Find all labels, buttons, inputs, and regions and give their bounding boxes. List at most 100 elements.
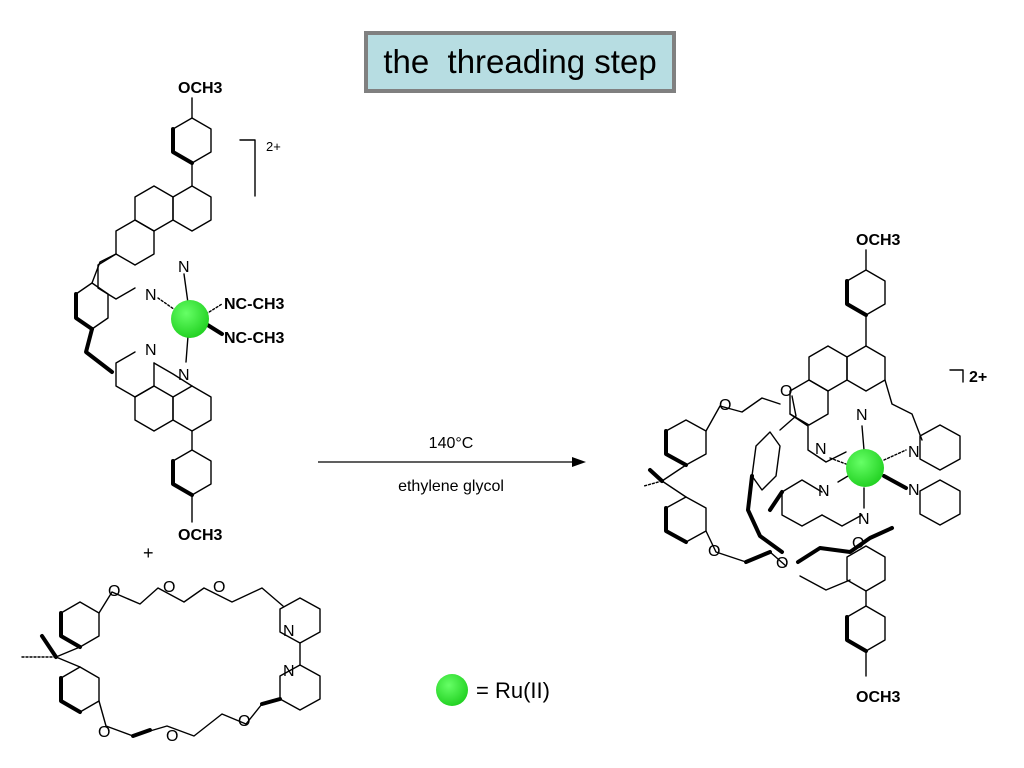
product-n: N (858, 511, 870, 528)
ether-oxygen: O (213, 579, 225, 596)
product-macrocycle-thread (796, 526, 894, 564)
bond (183, 273, 189, 304)
product-oxygen: O (780, 383, 792, 400)
ether-oxygen: O (238, 713, 250, 730)
product-charge-bracket (949, 369, 964, 383)
bond (205, 303, 223, 315)
bond (861, 425, 865, 451)
bond (204, 322, 224, 336)
product-bipy-ring-b (919, 479, 961, 526)
phen-lower-ring-a (115, 351, 155, 398)
phen-n: N (178, 367, 190, 384)
legend-text: = Ru(II) (476, 678, 550, 703)
reaction-temperature: 140°C (429, 435, 474, 452)
bond (837, 475, 849, 483)
plus-sign: + (143, 543, 154, 563)
product-n: N (815, 441, 827, 458)
lower-ether-bold (260, 697, 282, 706)
product-top-och3: OCH3 (856, 232, 901, 249)
product-oxygen: O (719, 397, 731, 414)
ligand-nc-ch3: NC-CH3 (224, 330, 285, 347)
product-oxygen: O (852, 535, 864, 552)
phen-n: N (145, 342, 157, 359)
methyl-wedge (648, 468, 664, 483)
product-phen-ring-a (846, 345, 886, 392)
product-bipy-ring-a (919, 424, 961, 471)
product-phen-lower-b (821, 514, 863, 527)
ring-bold-edge (664, 506, 688, 544)
product-quaternary-carbon (661, 464, 687, 498)
product-complex: OCH3 2+ N N N N N N (643, 232, 987, 706)
title-box: the threading step (364, 31, 676, 93)
product-upper-ether (705, 397, 781, 432)
ruthenium-ball (171, 300, 209, 338)
reactant-bottom-och3: OCH3 (178, 527, 223, 544)
product-n: N (908, 444, 920, 461)
product-tether-lower (746, 474, 784, 554)
product-macrocycle-lower (799, 575, 851, 591)
ring-bold-edge (845, 615, 868, 653)
bipy-ring-lower (279, 664, 321, 711)
ether-oxygen: O (163, 579, 175, 596)
ring-bold-edge (171, 127, 194, 165)
arrow-head (572, 457, 586, 467)
product-n: N (856, 407, 868, 424)
product-oxygen: O (776, 555, 788, 572)
product-phen-ring-b (808, 345, 848, 392)
bond (829, 457, 847, 465)
phen-lower-ring-b (134, 385, 174, 432)
reactant-complex: OCH3 2+ N N NC-CH3 NC-CH3 (74, 80, 285, 544)
product-ether-bold (744, 550, 772, 564)
product-n: N (818, 483, 830, 500)
title-text: the threading step (383, 43, 657, 80)
tether-lower (84, 327, 114, 374)
ether-oxygen: O (108, 583, 120, 600)
legend: = Ru(II) (436, 674, 550, 706)
reaction-solvent: ethylene glycol (398, 478, 504, 495)
product-ruthenium-ball (846, 449, 884, 487)
tether-upper (91, 253, 117, 284)
lower-ether-bold (131, 728, 152, 738)
reactant-top-och3: OCH3 (178, 80, 223, 97)
reactant-charge: 2+ (266, 139, 281, 154)
ring-bold-edge (664, 429, 688, 467)
phen-n: N (178, 259, 190, 276)
ring-bold-edge (171, 459, 194, 497)
ring-bold-edge (74, 292, 94, 331)
charge-bracket (239, 139, 256, 197)
ruthenium-legend-ball (436, 674, 468, 706)
methyl-wedge (40, 634, 58, 659)
methyl-hash (643, 480, 663, 487)
phen-lower-link (153, 362, 193, 387)
phen-upper-ring-b (134, 185, 174, 232)
product-upper-ether-2 (779, 395, 797, 431)
phen-lower-ring-c (172, 385, 212, 432)
product-phen-ring-c (789, 379, 829, 426)
product-phen-ring-d (789, 413, 847, 463)
bipy-n: N (283, 623, 295, 640)
product-phen-lower-a (781, 479, 823, 527)
product-phen-bold (768, 490, 784, 512)
ring-bold-edge (845, 279, 868, 317)
product-oxygen: O (708, 543, 720, 560)
product-phen-bottom-ring (846, 545, 886, 592)
phen-upper-ring-c (115, 219, 155, 266)
ether-oxygen: O (98, 724, 110, 741)
ether-oxygen: O (166, 728, 178, 745)
product-tether-benzene (751, 431, 781, 491)
bond (185, 335, 189, 363)
quaternary-carbon (55, 646, 81, 668)
phen-upper-ring-d (97, 253, 136, 300)
reaction-arrow: 140°C ethylene glycol (318, 435, 586, 495)
phen-n: N (145, 287, 157, 304)
ring-bold-edge (59, 611, 82, 649)
bond (882, 474, 908, 490)
ligand-nc-ch3: NC-CH3 (224, 296, 285, 313)
phen-upper-ring-a (172, 185, 212, 232)
product-bottom-och3: OCH3 (856, 689, 901, 706)
upper-ether-chain (98, 587, 284, 614)
product-charge: 2+ (969, 369, 987, 386)
ring-bold-edge (59, 676, 82, 714)
bipy-n: N (283, 663, 295, 680)
